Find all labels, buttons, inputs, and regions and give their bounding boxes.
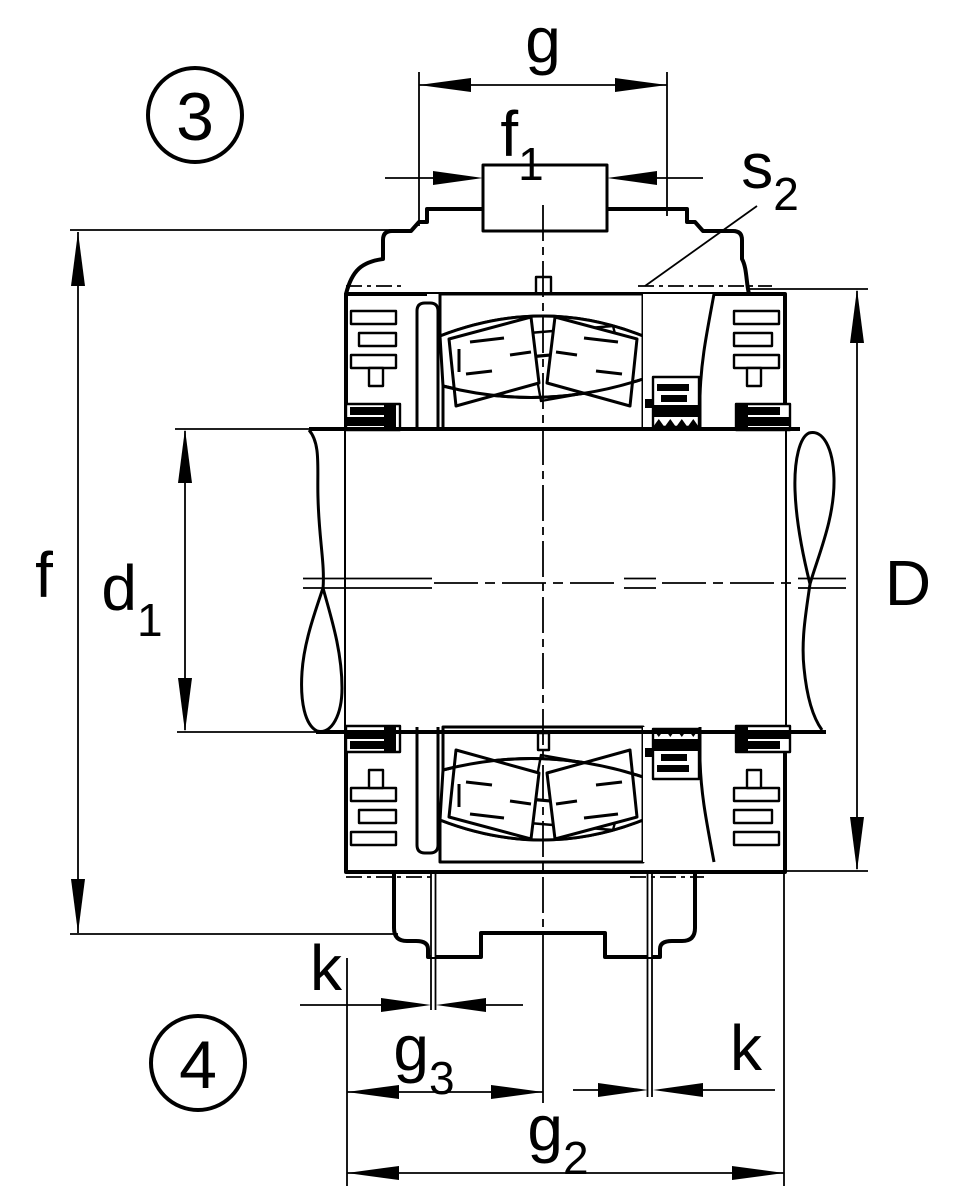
- label-f: f: [35, 539, 53, 611]
- label-k-right: k: [730, 1012, 763, 1084]
- dim-g: g: [418, 4, 668, 226]
- label-d1: d1: [101, 552, 162, 646]
- roller-right: [545, 315, 639, 408]
- callout-4: 4: [149, 1014, 247, 1112]
- dim-f: f: [35, 229, 398, 935]
- locating-slot-left: [430, 874, 437, 1010]
- label-f1: f1: [500, 98, 543, 190]
- shaft-break-left: [307, 429, 325, 590]
- dim-g3: g3: [346, 958, 543, 1186]
- labyrinth-seal-right: [732, 309, 781, 388]
- label-s2: s2: [741, 130, 799, 220]
- label-g3: g3: [393, 1012, 454, 1104]
- bearing-upper: [344, 292, 792, 432]
- leader-s2: s2: [644, 130, 799, 287]
- label-k-left: k: [310, 932, 343, 1004]
- inner-ring: [441, 377, 645, 431]
- label-D: D: [885, 547, 931, 619]
- callout-3: 3: [146, 66, 244, 164]
- label-g2: g2: [527, 1092, 588, 1184]
- shaft-body: [346, 429, 785, 732]
- fitting-left: [344, 402, 402, 432]
- label-g: g: [525, 4, 561, 76]
- cap-boss: [481, 163, 609, 233]
- dim-k-right: k: [573, 1012, 775, 1097]
- locknut: [645, 375, 701, 429]
- shaft-break-left-section: [300, 586, 344, 733]
- dim-d1: d1: [101, 428, 316, 733]
- shaft-break-right-section: [793, 431, 836, 586]
- shaft-break-right: [801, 583, 824, 731]
- joint-lines: [346, 285, 772, 878]
- dim-g2: g2: [347, 872, 785, 1186]
- cage-dashes: [457, 336, 623, 376]
- callout-4-number: 4: [179, 1027, 217, 1103]
- labyrinth-seal-left: [349, 309, 398, 388]
- roller-left: [447, 315, 541, 408]
- seal-gap-left: [415, 301, 440, 429]
- dim-k-left: k: [300, 932, 523, 1012]
- housing-cap: [344, 163, 751, 315]
- housing-base-cover: [392, 870, 697, 1097]
- callout-3-number: 3: [176, 79, 214, 155]
- fitting-right: [734, 402, 792, 432]
- center-line-horizontal: [303, 577, 846, 589]
- dim-D: D: [748, 288, 931, 872]
- locating-slot-right: [646, 874, 653, 1097]
- dim-f1: f1: [385, 98, 703, 190]
- bearing-lower: [344, 724, 792, 864]
- shaft: [300, 427, 836, 734]
